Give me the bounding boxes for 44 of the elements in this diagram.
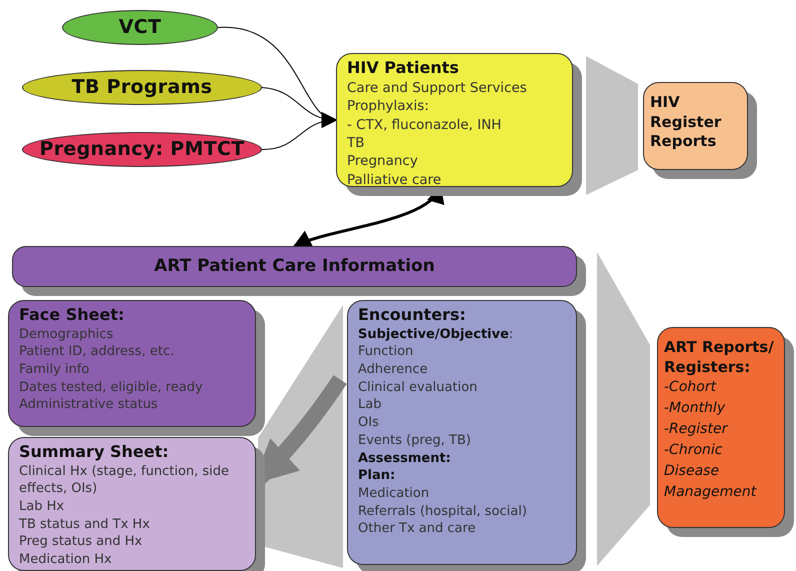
- list-item: Prophylaxis:: [347, 97, 430, 116]
- list-item: -Register: [664, 420, 729, 439]
- list-item: Medication Hx: [19, 551, 113, 569]
- list-item: Clinical evaluation: [358, 378, 478, 396]
- list-item: Plan:: [358, 467, 396, 485]
- node-heading: Face Sheet:: [19, 305, 126, 326]
- list-item: Medication: [358, 484, 430, 503]
- list-item: Adherence: [358, 361, 429, 379]
- list-item: Palliative care: [347, 170, 442, 189]
- list-item: Lab: [358, 396, 382, 414]
- list-item: Care and Support Services: [347, 78, 528, 98]
- node-heading: Encounters:: [358, 305, 467, 326]
- node-label: Pregnancy: PMTCT: [39, 137, 244, 162]
- list-item: Lab Hx: [19, 498, 66, 516]
- list-item: Other Tx and care: [358, 520, 477, 538]
- node-heading: HIV Register Reports: [650, 93, 722, 152]
- funnel-shape: [597, 252, 650, 566]
- list-item: - CTX, fluconazole, INH: [347, 116, 502, 134]
- list-item: Preg status and Hx: [19, 533, 144, 552]
- list-item: Assessment:: [358, 450, 452, 468]
- node-label: VCT: [118, 15, 162, 40]
- list-item: Pregnancy: [347, 152, 419, 171]
- list-item: Administrative status: [19, 396, 159, 414]
- list-item: Clinical Hx (stage, function, side effects, OIs): [19, 462, 230, 498]
- node-heading: HIV Patients: [347, 58, 460, 79]
- list-item: TB: [347, 134, 366, 152]
- list-item: Dates tested, eligible, ready: [19, 378, 204, 396]
- list-item: Family info: [19, 361, 90, 379]
- list-item: Patient ID, address, etc.: [19, 343, 176, 362]
- node-label: TB Programs: [72, 75, 212, 100]
- list-item: Subjective/Objective:: [358, 326, 514, 344]
- funnel-shape: [586, 56, 638, 195]
- list-item: TB status and Tx Hx: [19, 516, 151, 534]
- list-item: Events (preg, TB): [358, 432, 472, 450]
- node-label: ART Patient Care Information: [154, 255, 435, 278]
- list-item: Function: [358, 343, 414, 362]
- list-item: OIs: [358, 414, 380, 432]
- node-heading: Summary Sheet:: [19, 442, 170, 463]
- list-item: -Chronic Disease Management: [664, 441, 758, 502]
- list-item: Referrals (hospital, social): [358, 502, 528, 520]
- list-item: -Monthly: [664, 399, 726, 418]
- list-item: -Cohort: [664, 378, 718, 397]
- node-heading: ART Reports/ Registers:: [664, 338, 775, 377]
- list-item: Demographics: [19, 326, 114, 344]
